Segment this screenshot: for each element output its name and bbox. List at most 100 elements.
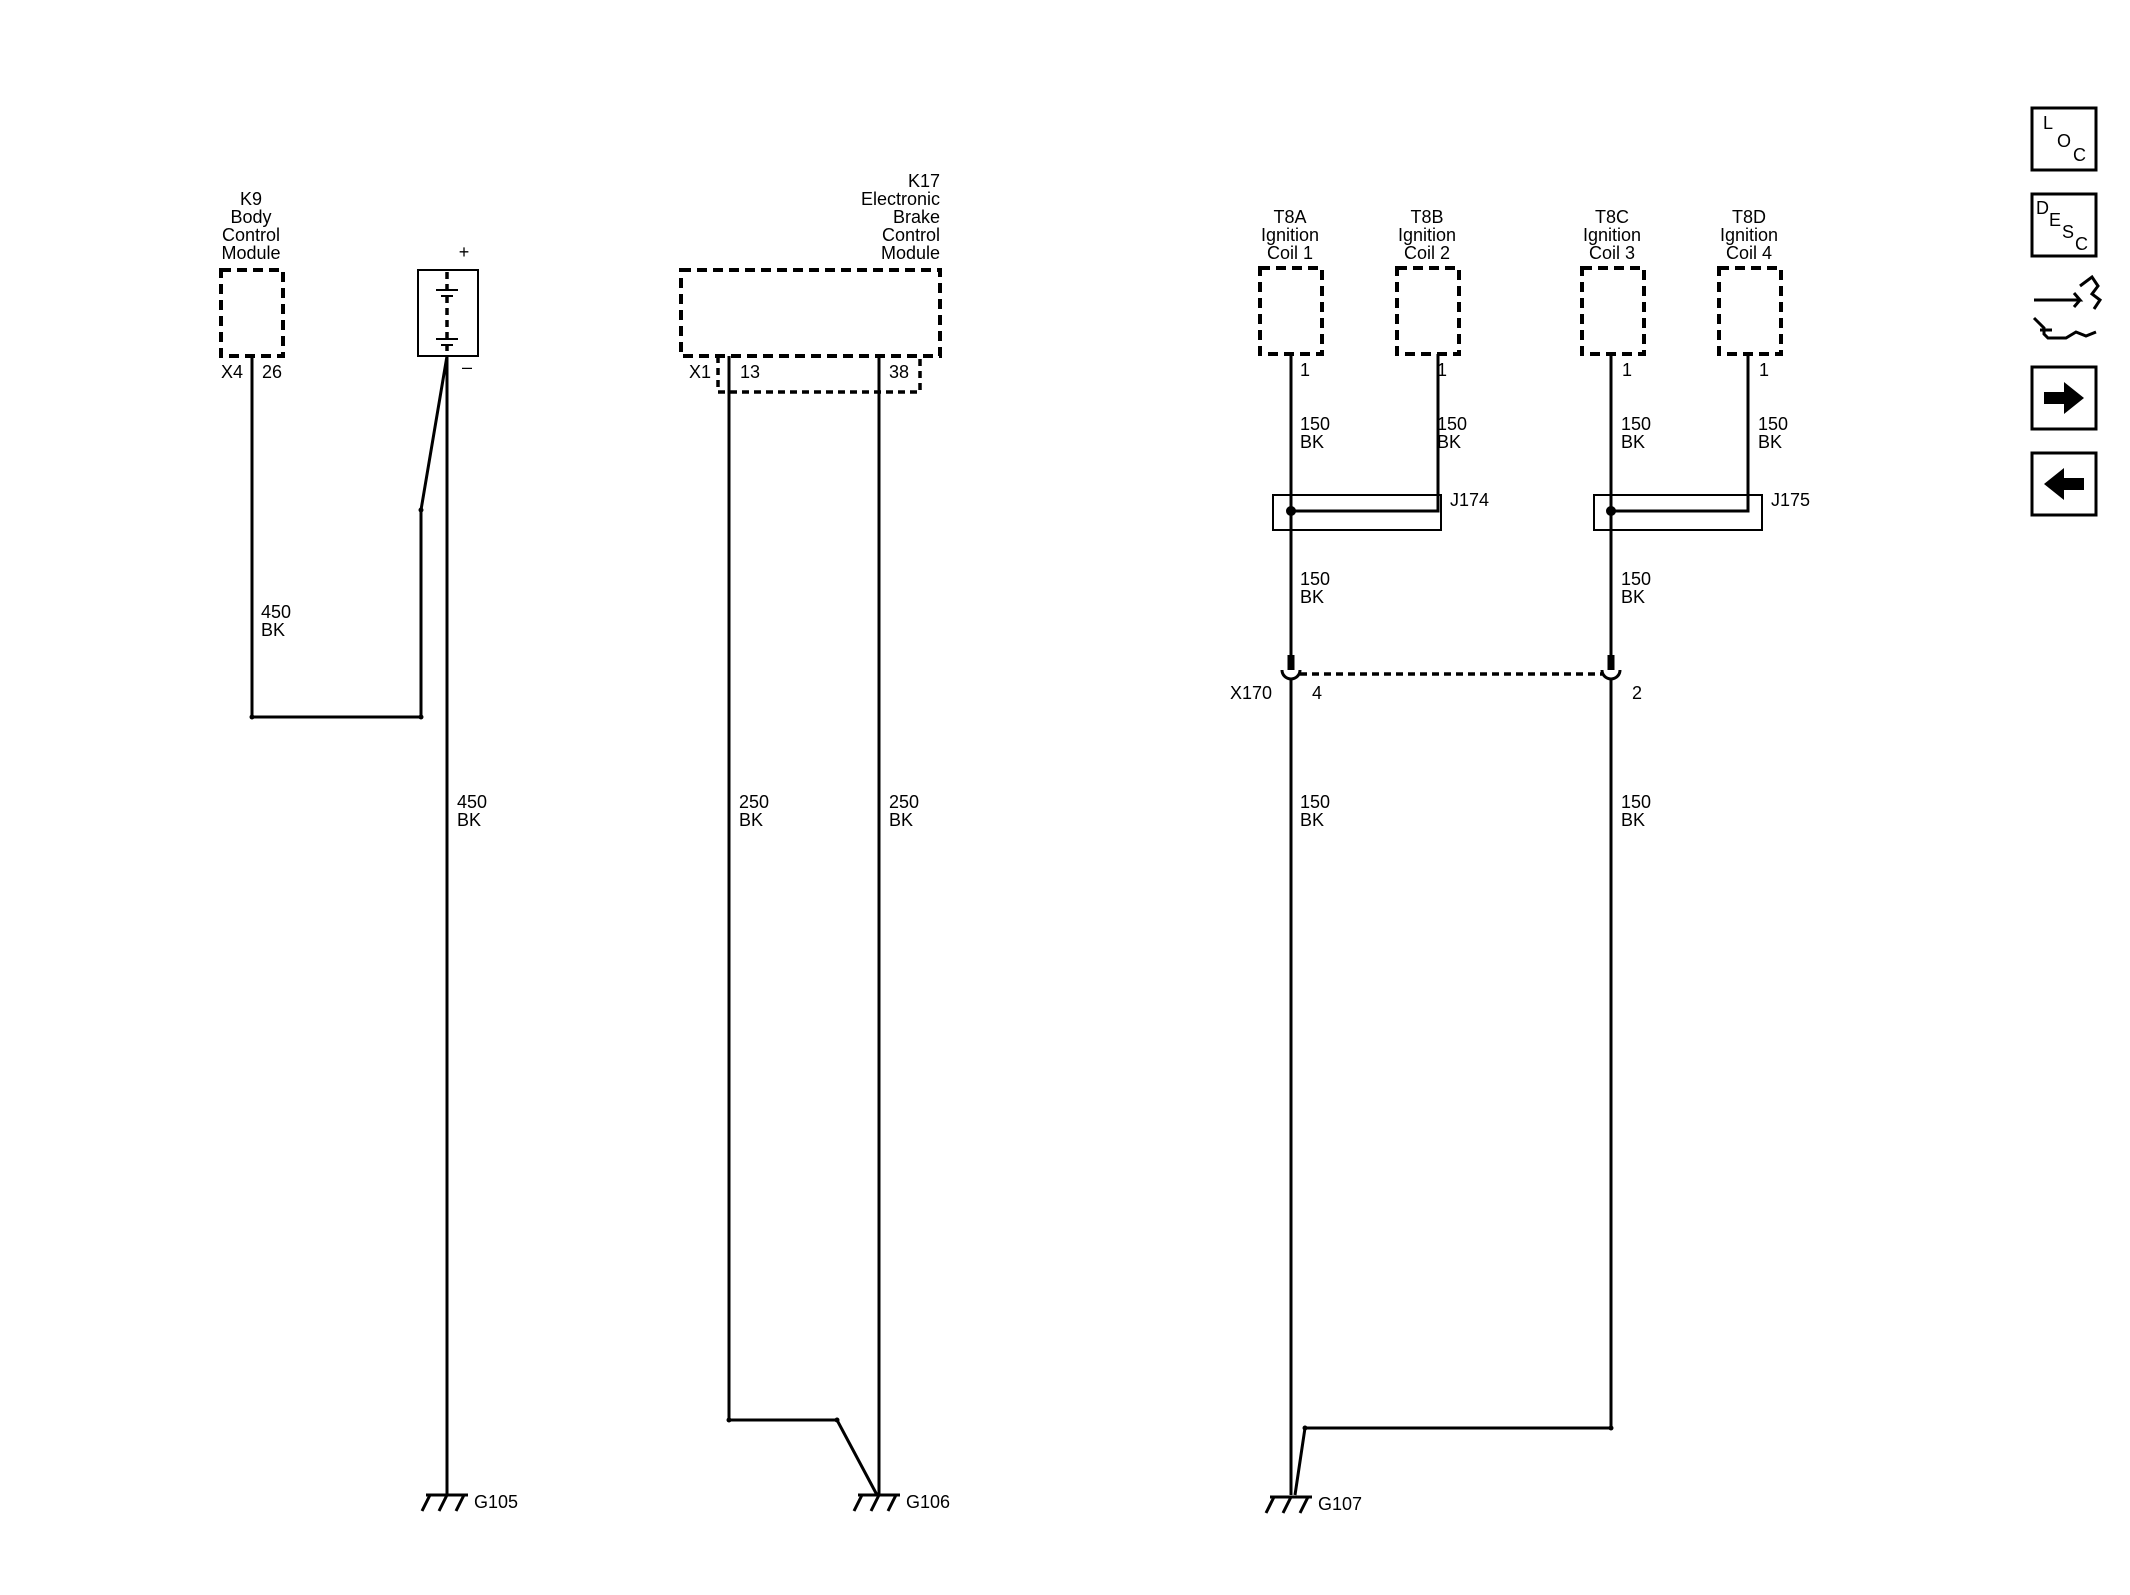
x170-4-wire-gauge: 150 [1300,792,1330,812]
ground-g105[interactable]: G105 [420,1492,518,1512]
k17-pin-a: 13 [740,362,760,382]
t8d-wire-color: BK [1758,432,1782,452]
j175-out-wire-gauge: 150 [1621,569,1651,589]
j175-out-wire-color: BK [1621,587,1645,607]
x170-pin-a: 4 [1312,683,1322,703]
t8d-ignition-coil-4[interactable]: T8D Ignition Coil 4 1 [1717,207,1783,380]
loc-letter-l: L [2043,113,2053,133]
battery-plus: + [459,242,470,262]
x170-4-wire-color: BK [1300,810,1324,830]
t8d-line-1: Ignition [1720,225,1778,245]
t8b-line-1: Ignition [1398,225,1456,245]
loc-letter-o: O [2057,131,2071,151]
k9-ground-wire[interactable] [250,355,449,719]
j175-box [1593,494,1763,531]
k17-connector: X1 [689,362,711,382]
t8c-box [1580,266,1646,356]
t8b-wire[interactable] [1291,354,1440,513]
k17-13-wire-color: BK [739,810,763,830]
t8a-box [1258,266,1324,356]
x170-label: X170 [1230,683,1272,703]
loc-letter-c: C [2073,145,2086,165]
k17-line-3: Control [882,225,940,245]
t8b-line-2: Coil 2 [1404,243,1450,263]
x170-2-wire-color: BK [1621,810,1645,830]
j174-out-wire-color: BK [1300,587,1324,607]
t8c-wire-color: BK [1621,432,1645,452]
connector-x170[interactable]: X170 4 2 [1230,655,1642,703]
t8b-box [1395,266,1461,356]
t8d-line-2: Coil 4 [1726,243,1772,263]
back-button[interactable] [2030,451,2098,517]
t8c-ignition-coil-3[interactable]: T8C Ignition Coil 3 1 [1580,207,1646,380]
arrow-right-icon [2044,382,2084,414]
g106-label: G106 [906,1492,950,1512]
t8d-box [1717,266,1783,356]
k17-electronic-brake-control-module[interactable]: K17 Electronic Brake Control Module X1 1… [679,171,942,394]
k9-body-control-module[interactable]: K9 Body Control Module X4 26 [219,189,285,382]
t8a-line-2: Coil 1 [1267,243,1313,263]
k17-38-wire-color: BK [889,810,913,830]
t8c-pin: 1 [1622,360,1632,380]
t8d-pin: 1 [1759,360,1769,380]
t8a-wire-gauge: 150 [1300,414,1330,434]
k9-line-3: Module [221,243,280,263]
k9-module-box [219,268,285,358]
desc-letter-e: E [2049,210,2061,230]
k9-line-1: Body [230,207,271,227]
t8a-pin: 1 [1300,360,1310,380]
battery[interactable]: + – [417,242,479,377]
k17-38-wire-gauge: 250 [889,792,919,812]
k17-id: K17 [908,171,940,191]
battery-wire-gauge: 450 [457,792,487,812]
k9-line-2: Control [222,225,280,245]
t8c-line-1: Ignition [1583,225,1641,245]
t8d-wire[interactable] [1611,354,1750,513]
k17-pin-b: 38 [889,362,909,382]
g105-label: G105 [474,1492,518,1512]
t8b-pin: 1 [1437,360,1447,380]
loc-button[interactable]: L O C [2030,106,2098,172]
k17-line-4: Module [881,243,940,263]
j174-box [1272,494,1442,531]
j175-label: J175 [1771,490,1810,510]
forward-button[interactable] [2030,365,2098,431]
t8a-line-1: Ignition [1261,225,1319,245]
t8b-wire-color: BK [1437,432,1461,452]
x170-pin-b: 2 [1632,683,1642,703]
x170-pin2-ground-wire[interactable] [1293,678,1613,1496]
k9-wire-color: BK [261,620,285,640]
t8c-id: T8C [1595,207,1629,227]
desc-letter-d: D [2036,198,2049,218]
t8b-id: T8B [1410,207,1443,227]
ground-g106[interactable]: G106 [852,1492,950,1512]
t8c-wire-gauge: 150 [1621,414,1651,434]
arrow-left-icon [2044,468,2084,500]
connector-repair-icon[interactable] [2032,274,2103,340]
k9-pin: 26 [262,362,282,382]
x170-2-wire-gauge: 150 [1621,792,1651,812]
k9-connector: X4 [221,362,243,382]
ground-g107[interactable]: G107 [1264,1494,1362,1514]
t8c-line-2: Coil 3 [1589,243,1635,263]
t8b-wire-gauge: 150 [1437,414,1467,434]
g107-label: G107 [1318,1494,1362,1514]
k17-line-2: Brake [893,207,940,227]
splice-j174[interactable]: J174 [1272,490,1489,531]
battery-minus: – [462,357,472,377]
k17-connector-box [716,356,922,394]
desc-button[interactable]: D E S C [2030,192,2098,258]
t8d-wire-gauge: 150 [1758,414,1788,434]
k17-module-box [679,268,942,358]
splice-j175[interactable]: J175 [1593,490,1810,531]
t8a-id: T8A [1273,207,1306,227]
t8b-ignition-coil-2[interactable]: T8B Ignition Coil 2 1 [1395,207,1461,380]
j174-label: J174 [1450,490,1489,510]
t8a-wire-color: BK [1300,432,1324,452]
j174-out-wire-gauge: 150 [1300,569,1330,589]
k17-pin13-ground-wire[interactable] [727,356,879,1496]
battery-wire-color: BK [457,810,481,830]
k9-id: K9 [240,189,262,209]
k9-wire-gauge: 450 [261,602,291,622]
